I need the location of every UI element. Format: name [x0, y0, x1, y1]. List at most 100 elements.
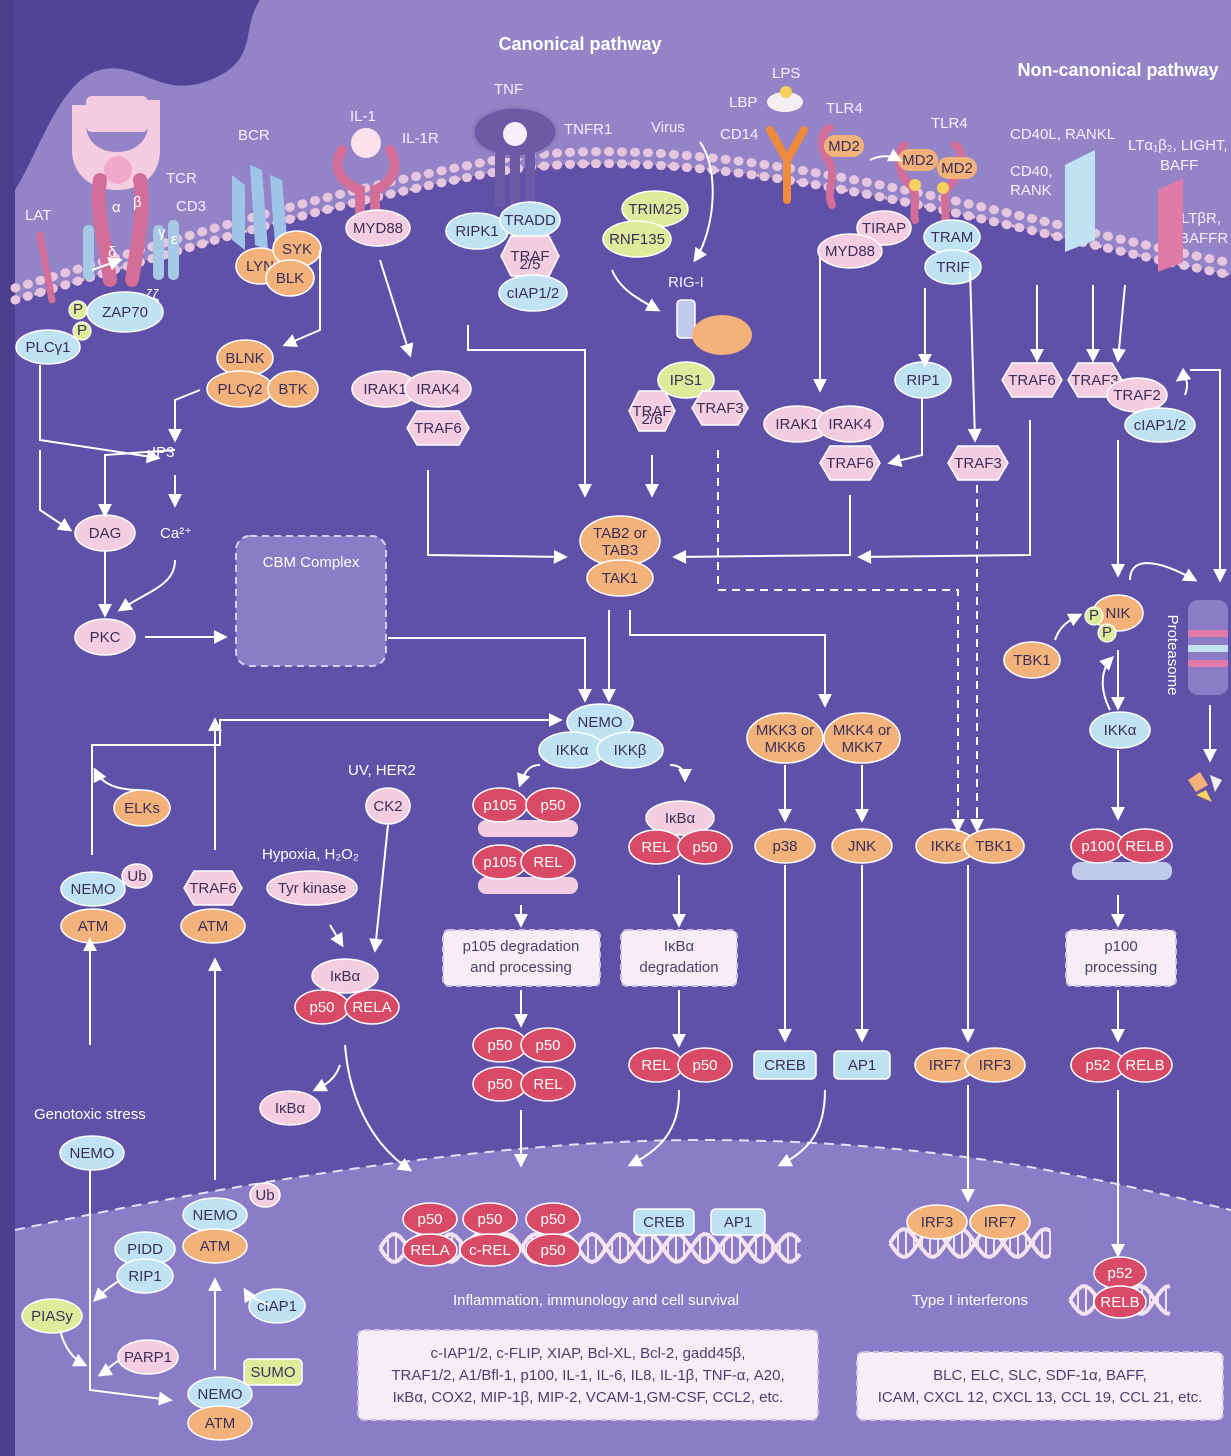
nuclear-envelope	[14, 1138, 1231, 1231]
il1-label: IL-1	[350, 108, 376, 125]
rela-nuc-label: RELA	[410, 1242, 449, 1259]
relb-node-2: RELB	[1117, 1047, 1173, 1083]
arrow-rel-to-nucleus	[627, 1089, 681, 1167]
tlr4-receptor-1	[818, 124, 836, 209]
traf3a-node: TRAF3	[691, 390, 749, 426]
tnf-core	[503, 122, 527, 146]
ikba-degradation-line1: IκBα	[664, 938, 695, 955]
traf6d-node-label: TRAF6	[189, 880, 237, 897]
tyr-kinase-node-label: Tyr kinase	[278, 880, 346, 897]
plcg1-node: PLCγ1	[15, 329, 81, 365]
traf6d-node: TRAF6	[183, 870, 243, 906]
atm-node-3-label: ATM	[200, 1238, 231, 1255]
ikke-node-label: IKKε	[931, 838, 962, 855]
rela-node-1-label: RELA	[352, 999, 391, 1016]
traf6b-node-label: TRAF6	[826, 455, 874, 472]
arrow-ciap1-to-atm	[243, 1287, 271, 1306]
rip1b-node: RIP1	[116, 1258, 174, 1294]
canonical-pathway-title: Canonical pathway	[498, 34, 661, 54]
arrow-ikk-to-ikba	[669, 764, 692, 783]
p105-ank-2	[478, 877, 578, 894]
irak4b-node-label: IRAK4	[828, 416, 871, 433]
rip1-node: RIP1	[894, 361, 952, 399]
arrow-plcg1-to-ip3	[39, 365, 161, 464]
nik-phospho-1-label: P	[1089, 607, 1099, 624]
baff-label: BAFF	[1160, 157, 1198, 174]
beta-label: β	[133, 194, 142, 211]
irf7-node-1-label: IRF7	[929, 1057, 962, 1074]
lat-label: LAT	[25, 207, 51, 224]
tbk1b-node: TBK1	[963, 828, 1025, 864]
btk-node: BTK	[267, 370, 319, 408]
rel-node-3-label: REL	[533, 1076, 562, 1093]
arrow-trim25-to-rigi	[611, 269, 661, 312]
ripk1-node: RIPK1	[445, 212, 509, 250]
p52-nuc-label: p52	[1107, 1265, 1132, 1282]
irak4b-node: IRAK4	[816, 405, 884, 443]
arrow-cbm-to-ikk	[388, 637, 592, 703]
p50-node-3: p50	[294, 989, 350, 1025]
elks-node-label: ELKs	[124, 800, 160, 817]
arrow-traf6-to-tab	[427, 470, 568, 564]
arrow-traf6c-to-tab	[857, 420, 1031, 564]
p50-node-2-label: p50	[692, 839, 717, 856]
mhc-molecule	[72, 100, 160, 190]
relb-node-1-label: RELB	[1125, 838, 1164, 855]
rip1b-node-label: RIP1	[128, 1268, 161, 1285]
trif-node: TRIF	[924, 249, 982, 285]
phospho-1: P	[68, 300, 88, 320]
ikba-node-1-label: IκBα	[665, 810, 696, 827]
arrow-plcg2-to-ip3	[168, 389, 201, 443]
tcr-beta-chain	[125, 173, 149, 287]
rela-nuc: RELA	[402, 1233, 458, 1267]
inflammation-label: Inflammation, immunology and cell surviv…	[453, 1292, 739, 1309]
nemo-node-label: NEMO	[578, 714, 623, 731]
genotoxic-stress-label: Genotoxic stress	[34, 1106, 146, 1123]
traf25-node: TRAF	[500, 235, 560, 277]
irak1a-node-label: IRAK1	[363, 381, 406, 398]
nemo-node-2: NEMO	[60, 871, 126, 907]
zap70-node-label: ZAP70	[102, 304, 148, 321]
traf6c-node-label: TRAF6	[1008, 372, 1056, 389]
ikkb-node: IKKβ	[596, 731, 664, 769]
traf25-node-label: TRAF	[510, 248, 549, 265]
tnfr1-chain-2	[510, 152, 520, 207]
creb-node-1-label: CREB	[764, 1057, 806, 1074]
p38-node: p38	[754, 828, 816, 864]
blnk-node-label: BLNK	[225, 350, 264, 367]
ikka-node-label: IKKα	[556, 742, 589, 759]
tnfr1-chain-3	[525, 152, 535, 207]
tyr-kinase-node: Tyr kinase	[266, 870, 358, 906]
arrow-tak1-to-mkk	[629, 610, 832, 708]
plcg2-node-label: PLCγ2	[217, 381, 262, 398]
p52-node-1: p52	[1070, 1047, 1126, 1083]
mhc-top	[86, 96, 148, 132]
cbm-complex-label: CBM Complex	[263, 554, 360, 571]
rel-node-4-label: REL	[641, 1057, 670, 1074]
trim25-node-label: TRIM25	[628, 201, 681, 218]
traf25-node-sub: 2/5	[520, 256, 541, 273]
calcium-label: Ca²⁺	[160, 525, 192, 542]
uv-her2-label: UV, HER2	[348, 762, 416, 779]
md2-3	[937, 157, 977, 179]
canonical-target-genes-box	[357, 1329, 819, 1421]
arrow-ap1-to-nucleus	[777, 1089, 826, 1167]
bcr-label: BCR	[238, 127, 270, 144]
ikba-node-3: IκBα	[259, 1090, 321, 1126]
lps-molecule	[780, 86, 792, 98]
p105-node-2: p105	[472, 844, 528, 880]
atm-node-2: ATM	[180, 908, 246, 944]
nemo-node-5: NEMO	[187, 1376, 253, 1412]
p50-node-3-label: p50	[309, 999, 334, 1016]
pkc-node: PKC	[74, 618, 136, 656]
rel-node-4: REL	[628, 1047, 684, 1083]
p50-node-7: p50	[677, 1047, 733, 1083]
tnfr1-chain-1	[495, 152, 505, 207]
md2-2	[898, 149, 938, 171]
p50-nuc-4-label: p50	[540, 1242, 565, 1259]
p50-node-6: p50	[472, 1066, 528, 1102]
arrow-calcium-to-pkc	[117, 559, 176, 612]
il1r-label: IL-1R	[402, 130, 439, 147]
irak4a-node-label: IRAK4	[416, 381, 459, 398]
